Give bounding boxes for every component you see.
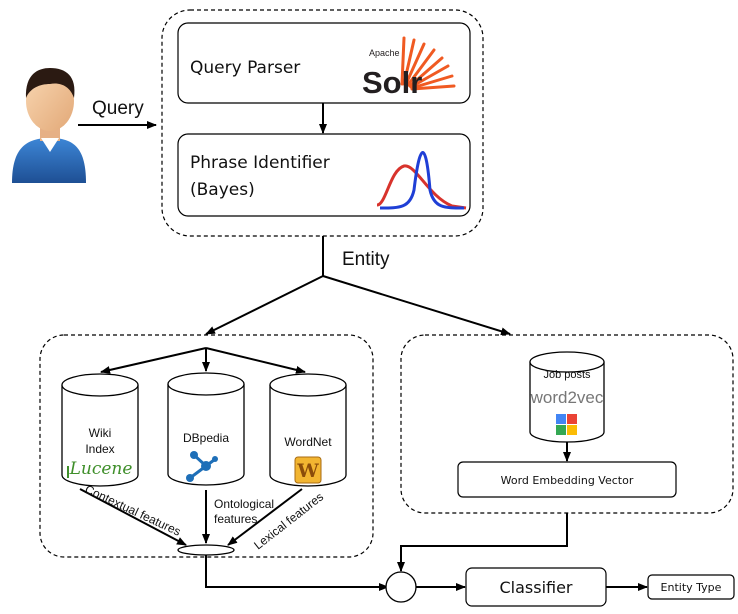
svg-text:Solr: Solr xyxy=(362,65,422,100)
bayes-curve-icon xyxy=(376,151,467,210)
dbpedia-cylinder: DBpedia xyxy=(167,372,245,486)
wiki-index-cylinder: Wiki Index Lucene xyxy=(61,373,139,487)
solr-logo-icon: Apache Solr xyxy=(362,36,456,100)
word-embedding-vector-box xyxy=(457,461,677,498)
phrase-identifier-label-line1: Phrase Identifier xyxy=(190,153,330,173)
wiki-index-label-line1: Wiki xyxy=(89,426,112,440)
feature-combiner-node xyxy=(385,571,417,603)
lexical-feature-arrow xyxy=(227,488,303,546)
svg-text:W: W xyxy=(296,460,319,482)
entity-type-box xyxy=(647,574,735,600)
phrase-identifier-label-line2: (Bayes) xyxy=(190,180,255,200)
user-avatar-icon xyxy=(12,68,86,183)
split-arrow-wordnet xyxy=(205,347,306,374)
query-parser-label: Query Parser xyxy=(190,58,300,78)
wordnet-label: WordNet xyxy=(284,435,332,449)
word2vec-label: word2vec xyxy=(530,388,604,407)
job-posts-label: Job posts xyxy=(543,369,591,381)
entity-label: Entity xyxy=(342,249,390,270)
feature-merge-node xyxy=(177,544,235,556)
entity-to-knowledge-arrow xyxy=(205,275,324,335)
phrase-identifier-box xyxy=(177,133,471,217)
query-label: Query xyxy=(92,98,144,119)
wordnet-cylinder: WordNet W xyxy=(269,373,347,487)
dbpedia-logo-icon xyxy=(186,451,218,482)
svg-text:Apache: Apache xyxy=(369,48,400,58)
knowledge-to-combiner-arrow xyxy=(205,555,389,591)
contextual-features-label: Contextual features xyxy=(83,482,183,539)
wiki-index-label-line2: Index xyxy=(85,442,114,456)
dbpedia-label: DBpedia xyxy=(183,431,229,445)
contextual-feature-arrow xyxy=(79,488,187,546)
query-processing-group xyxy=(161,9,484,237)
word-embedding-vector-label: Word Embedding Vector xyxy=(501,474,634,487)
google-logo-icon xyxy=(556,414,577,435)
wordnet-logo-icon: W xyxy=(294,456,322,484)
svg-text:Lucene: Lucene xyxy=(69,459,133,479)
ontological-features-label-line2: features xyxy=(214,512,257,526)
entity-type-label: Entity Type xyxy=(661,581,722,594)
knowledge-sources-group xyxy=(39,334,374,558)
split-arrow-wiki xyxy=(100,347,207,374)
embedding-to-combiner-arrow xyxy=(397,513,568,572)
ontological-features-label-line1: Ontological xyxy=(214,497,274,511)
entity-to-embedding-arrow xyxy=(322,275,511,336)
job-posts-cylinder: Job posts word2vec xyxy=(529,351,605,443)
lucene-logo-icon: Lucene xyxy=(67,459,133,479)
classifier-label: Classifier xyxy=(499,578,572,597)
